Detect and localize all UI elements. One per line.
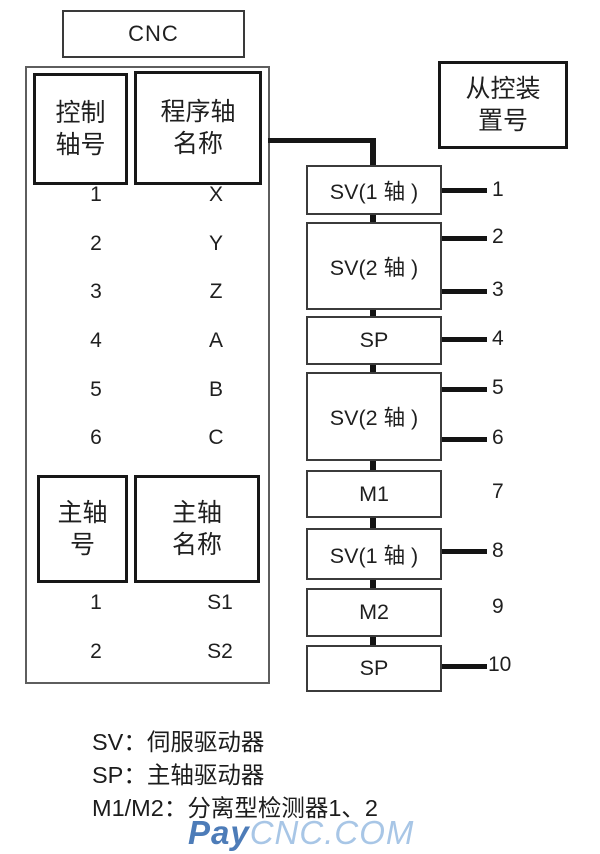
chain-box-label: M2 — [359, 600, 389, 624]
axis-row-number: 2 — [90, 232, 102, 255]
cnc-box: CNC — [62, 10, 245, 58]
spindle-name-header-box: 主轴 名称 — [134, 475, 260, 583]
slave-number: 5 — [492, 376, 504, 399]
slave-number: 8 — [492, 539, 504, 562]
spindle-no-header-line2: 号 — [69, 531, 95, 559]
spindle-row-number: 2 — [90, 640, 102, 663]
axis-row-name: Y — [208, 232, 223, 255]
chain-link-connector — [370, 362, 376, 374]
chain-link-connector — [370, 516, 376, 530]
chain-box-label: SV(2 轴 ) — [329, 406, 419, 430]
slave-number: 3 — [492, 278, 504, 301]
watermark-bold-text: Pay — [188, 814, 250, 851]
chain-box-label: SV(1 轴 ) — [329, 179, 419, 204]
program-axis-header-line1: 程序轴 — [160, 97, 236, 126]
connector-tick — [440, 664, 487, 669]
slave-number: 4 — [492, 327, 504, 350]
chain-box-sv2-b: SV(2 轴 ) — [306, 372, 442, 461]
control-axis-header-box: 控制 轴号 — [33, 73, 128, 185]
axis-row-name: C — [208, 426, 224, 449]
chain-link-connector — [370, 459, 376, 472]
axis-row-number: 6 — [90, 426, 102, 449]
spindle-name-header-line1: 主轴 — [171, 498, 222, 527]
cnc-to-chain-connector-vertical — [370, 138, 376, 168]
spindle-no-header-box: 主轴 号 — [37, 475, 128, 583]
slave-device-header-line1: 从控装 — [465, 74, 541, 103]
axis-row-number: 5 — [90, 378, 102, 401]
watermark-light-text: CNC.COM — [249, 814, 415, 851]
connector-tick — [440, 549, 487, 554]
control-axis-header-line1: 控制 — [55, 98, 106, 127]
slave-number: 6 — [492, 426, 504, 449]
chain-link-connector — [370, 578, 376, 590]
connector-tick — [440, 236, 487, 241]
axis-row-name: Z — [209, 280, 223, 303]
chain-box-sv2-a: SV(2 轴 ) — [306, 222, 442, 310]
axis-row-number: 1 — [90, 183, 102, 206]
slave-number: 9 — [492, 595, 504, 618]
slave-number: 10 — [488, 653, 512, 676]
legend-line-sp: SP：主轴驱动器 — [92, 762, 265, 788]
slave-device-header-line2: 置号 — [477, 107, 528, 135]
chain-link-connector — [370, 212, 376, 224]
chain-box-sv1-a: SV(1 轴 ) — [306, 165, 442, 215]
legend-line-m1m2: M1/M2：分离型检测器1、2 — [92, 795, 378, 821]
spindle-row-name: S1 — [207, 591, 233, 614]
chain-box-sp-a: SP — [306, 316, 442, 365]
cnc-label: CNC — [128, 21, 179, 46]
control-axis-header-line2: 轴号 — [55, 131, 106, 159]
connector-tick — [440, 387, 487, 392]
spindle-no-header-line1: 主轴 — [57, 498, 108, 527]
axis-row-name: X — [208, 183, 223, 206]
connector-tick — [440, 188, 487, 193]
connector-tick — [440, 289, 487, 294]
slave-number: 1 — [492, 178, 504, 201]
chain-box-label: SV(1 轴 ) — [329, 543, 419, 568]
legend-line-sv: SV：伺服驱动器 — [92, 729, 265, 755]
chain-box-label: SP — [359, 656, 389, 680]
slave-device-header-box: 从控装 置号 — [438, 61, 568, 149]
spindle-name-header-line2: 名称 — [171, 531, 222, 559]
program-axis-header-line2: 名称 — [172, 130, 223, 158]
chain-link-connector — [370, 307, 376, 318]
watermark: PayCNC.COM — [188, 814, 414, 852]
chain-box-label: SP — [359, 328, 389, 352]
axis-row-name: B — [208, 378, 223, 401]
spindle-row-name: S2 — [207, 640, 233, 663]
chain-box-label: SV(2 轴 ) — [329, 255, 419, 280]
slave-number: 2 — [492, 225, 504, 248]
connector-tick — [440, 437, 487, 442]
cnc-to-chain-connector-horizontal — [268, 138, 374, 143]
spindle-row-number: 1 — [90, 591, 102, 614]
chain-box-sp-b: SP — [306, 645, 442, 692]
chain-box-m1: M1 — [306, 470, 442, 518]
axis-row-name: A — [208, 329, 223, 352]
connector-tick — [440, 337, 487, 342]
program-axis-header-box: 程序轴 名称 — [134, 71, 262, 185]
chain-box-sv1-b: SV(1 轴 ) — [306, 528, 442, 580]
chain-box-label: M1 — [359, 481, 389, 506]
chain-link-connector — [370, 635, 376, 647]
chain-box-m2: M2 — [306, 588, 442, 637]
axis-row-number: 4 — [90, 329, 102, 352]
slave-number: 7 — [492, 480, 504, 503]
axis-row-number: 3 — [90, 280, 102, 303]
